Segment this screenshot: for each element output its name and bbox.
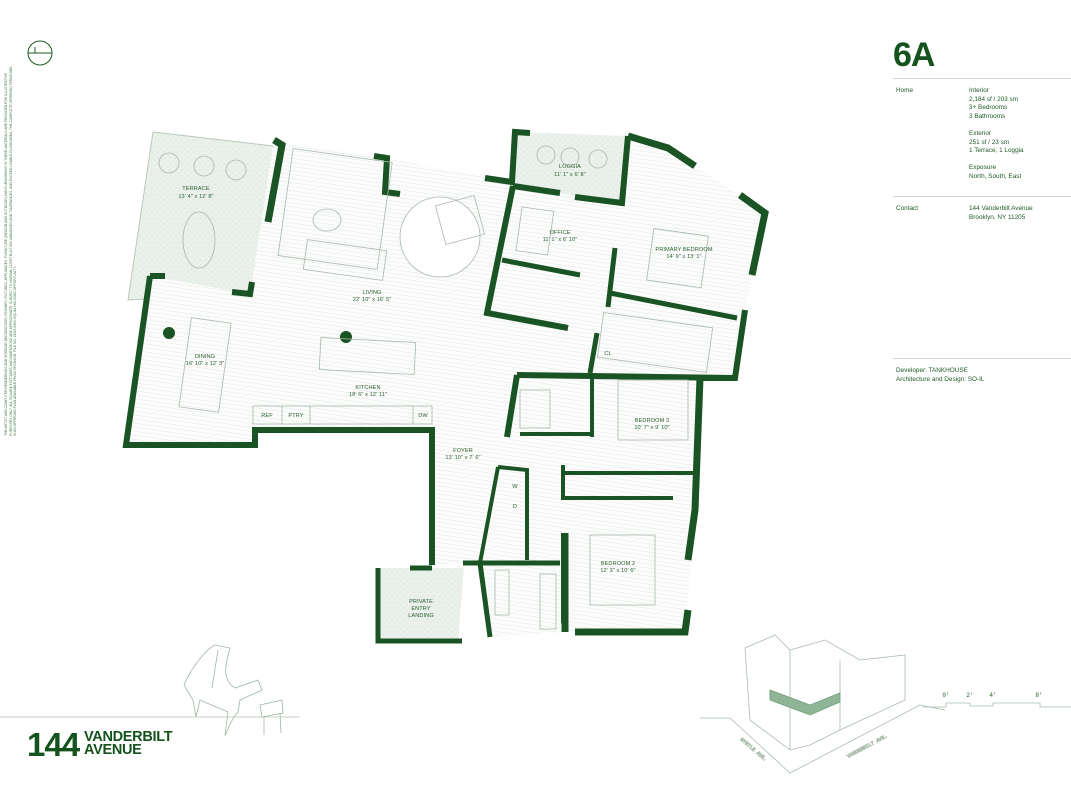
room-name-closet: CL [604,351,611,357]
contact-address: 144 Vanderbilt Avenue Brooklyn, NY 11205 [969,205,1033,222]
room-dim-primary-bedroom: 14' 9" x 13' 1" [666,254,701,260]
room-dim-terrace: 13' 4" x 12' 8" [178,194,213,200]
credits: Developer: TANKHOUSE Architecture and De… [896,367,984,384]
scale-tick-2: 2' [966,692,973,699]
contact-line-2: Brooklyn, NY 11205 [969,213,1026,221]
developer-credit: Developer: TANKHOUSE [896,367,968,374]
piano-illustration [183,644,284,736]
room-name-office: OFFICE [549,230,570,236]
walls [122,128,769,644]
unit-details: Interior 2,184 sf / 203 sm 3+ Bedrooms 3… [969,87,1024,182]
bedroom-count: 3+ Bedrooms [969,104,1008,112]
bathroom-count: 3 Bathrooms [969,112,1006,120]
column [340,331,352,343]
exterior-area: 251 sf / 23 sm [969,138,1010,146]
room-dim-living: 22' 10" x 16' 5" [353,297,392,303]
label-dryer: D [513,504,517,510]
column [163,327,175,339]
scale-tick-8: 8' [1035,692,1042,699]
room-name-bedroom-2: BEDROOM 2 [601,561,635,567]
room-name-landing-1: PRIVATE [409,599,433,605]
exposure-label: Exposure [969,164,996,172]
logo-name: VANDERBILT AVENUE [84,729,173,758]
room-name-bedroom-3: BEDROOM 3 [635,418,669,424]
divider [893,196,1071,197]
room-dim-bedroom-2: 12' 3" x 10' 6" [600,568,635,574]
interior-label: Interior [969,87,989,94]
divider [893,78,1071,79]
exterior-spaces: 1 Terrace, 1 Loggia [969,147,1024,155]
room-name-living: LIVING [363,290,382,296]
exposure-value: North, South, East [969,172,1022,180]
unit-title: 6A [893,36,935,74]
room-name-terrace: TERRACE [182,186,210,192]
room-name-kitchen: KITCHEN [355,385,380,391]
room-dim-office: 11' 1" x 6' 10" [543,237,578,243]
interior-floor [125,136,765,637]
building-axonometric: MYRTLE AVE. VANDERBILT AVE. [700,634,946,774]
legal-disclaimer: The artist and computer renderings and i… [4,66,18,436]
scale-tick-0: 0' [942,692,949,699]
room-name-primary-bedroom: PRIMARY BEDROOM [655,247,712,253]
divider [893,358,1071,359]
logo-line-2: AVENUE [84,741,142,758]
furniture [158,145,714,630]
contact-line-1: 144 Vanderbilt Avenue [969,205,1033,212]
logo-number: 144 [27,726,80,763]
scale-bar: 0' 2' 4' 8' [922,692,1071,708]
label-dishwasher: DW [418,413,428,419]
room-name-landing-2: ENTRY [411,606,431,612]
room-name-landing-3: LANDING [408,613,434,619]
room-dim-loggia: 11' 1" x 6' 8" [554,172,586,178]
street-label-myrtle: MYRTLE AVE. [739,737,768,763]
street-label-vanderbilt: VANDERBILT AVE. [846,733,889,759]
label-pantry: PTRY [288,413,303,419]
interior-area: 2,184 sf / 203 sm [969,95,1019,103]
room-dim-dining: 16' 10" x 12' 3" [186,361,225,367]
room-name-loggia: LOGGIA [559,164,581,170]
room-name-dining: DINING [195,354,215,360]
contact-label: Contact [896,205,919,212]
room-dim-foyer: 13' 10" x 7' 6" [445,455,480,461]
north-arrow-icon [27,40,53,66]
landing-area [378,568,464,641]
scale-tick-4: 4' [989,692,996,699]
room-labels: TERRACE 13' 4" x 12' 8" LIVING 22' 10" x… [178,164,712,619]
logo-line-1: VANDERBILT [84,729,173,745]
home-label: Home [896,87,914,94]
room-dim-bedroom-3: 10' 7" x 9' 10" [634,425,669,431]
architect-credit: Architecture and Design: SO-IL [896,375,985,383]
room-dim-kitchen: 18' 6" x 12' 11" [349,392,387,398]
label-ref: REF [261,413,273,419]
room-name-foyer: FOYER [453,448,473,454]
exterior-label: Exterior [969,129,992,137]
label-washer: W [512,484,518,490]
